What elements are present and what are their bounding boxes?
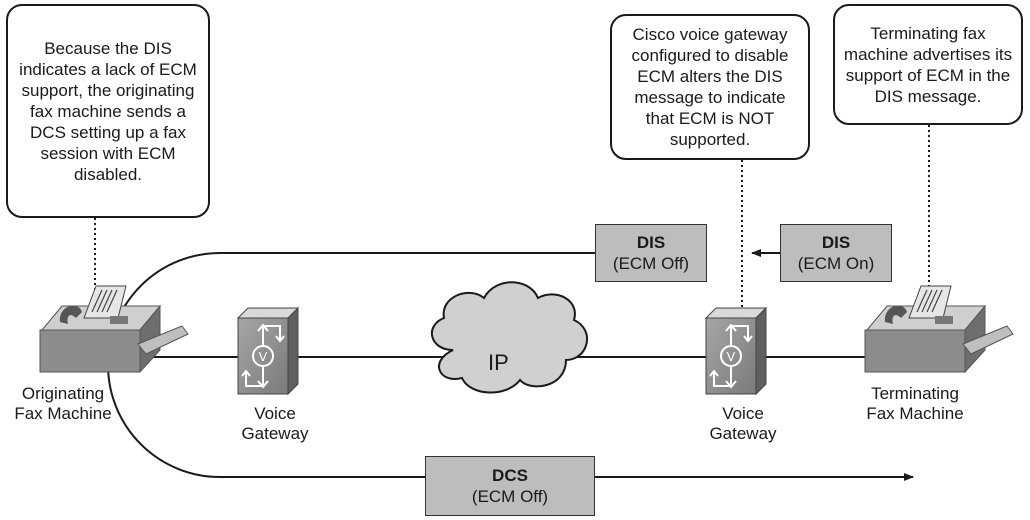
callout-terminating: Terminating fax machine advertises its s… <box>833 4 1023 125</box>
ip-cloud-icon <box>430 281 588 394</box>
dis-ecm-off-box: DIS (ECM Off) <box>595 224 707 282</box>
dis-ecm-off-sub: (ECM Off) <box>612 254 690 273</box>
callout-originating: Because the DIS indicates a lack of ECM … <box>6 4 210 218</box>
ip-cloud-label: IP <box>488 350 509 375</box>
terminating-fax-icon <box>864 285 1014 374</box>
gateway-left-label: Voice Gateway <box>241 404 309 443</box>
dis-ecm-off-title: DIS <box>636 233 666 252</box>
originating-fax-label: Originating Fax Machine <box>14 384 112 423</box>
dis-ecm-on-sub: (ECM On) <box>797 254 875 273</box>
originating-fax-icon <box>39 285 189 374</box>
gateway-right-letter: V <box>727 349 736 364</box>
dis-ecm-on-box: DIS (ECM On) <box>780 224 892 282</box>
dcs-ecm-off-box: DCS (ECM Off) <box>425 456 595 516</box>
voice-gateway-left-icon: V <box>236 306 300 396</box>
voice-gateway-right-icon: V <box>704 306 768 396</box>
gateway-left-letter: V <box>259 349 268 364</box>
callout-gateway: Cisco voice gateway configured to disabl… <box>610 14 810 160</box>
dis-ecm-on-title: DIS <box>821 233 851 252</box>
dcs-ecm-off-title: DCS <box>492 466 528 485</box>
terminating-fax-label: Terminating Fax Machine <box>866 384 964 423</box>
gateway-right-label: Voice Gateway <box>709 404 777 443</box>
dcs-ecm-off-sub: (ECM Off) <box>471 487 549 506</box>
